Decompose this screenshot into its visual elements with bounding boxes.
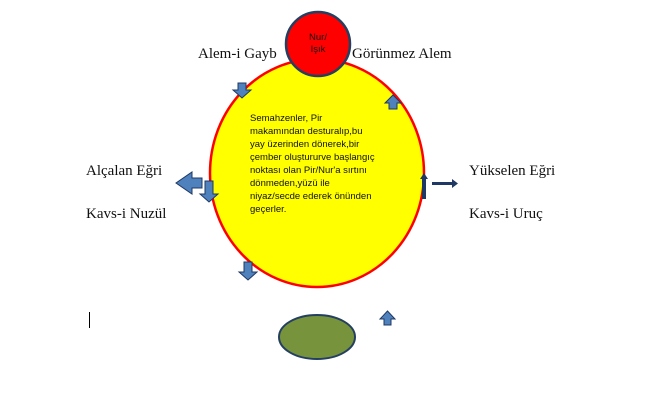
label-gorunmez-alem: Görünmez Alem <box>352 46 452 62</box>
up-arrow-icon <box>420 173 428 199</box>
left-arrow-icon <box>175 171 203 195</box>
label-alem-i-gayb: Alem-i Gayb <box>198 46 277 62</box>
nur-label-line2: Işık <box>311 44 326 55</box>
nur-label-line1: Nur/ <box>309 32 327 43</box>
description-line: geçerler. <box>250 204 286 215</box>
label-kavs-i-nuzul: Kavs-i Nuzül <box>86 206 166 222</box>
nur-circle <box>284 10 352 78</box>
up-arrow-icon <box>378 310 397 326</box>
down-arrow-icon <box>231 82 253 99</box>
description-line: niyaz/secde ederek önünden <box>250 191 371 202</box>
down-arrow-icon <box>198 180 220 203</box>
description-line: yay üzerinden dönerek,bir <box>250 139 359 150</box>
label-yukselen-egri: Yükselen Eğri <box>469 163 555 179</box>
description-line: makamından desturalıp,bu <box>250 126 362 137</box>
description-line: noktası olan Pir/Nur'a sırtını <box>250 165 367 176</box>
description-line: Semahzenler, Pir <box>250 113 322 124</box>
ground-ellipse <box>278 314 356 360</box>
down-arrow-icon <box>237 261 259 281</box>
up-arrow-icon <box>383 94 403 110</box>
description-text: Semahzenler, Pir makamından desturalıp,b… <box>250 113 375 215</box>
right-arrow-icon <box>432 179 458 188</box>
description-line: çember oluştururve başlangıç <box>250 152 375 163</box>
text-cursor <box>89 312 90 328</box>
label-alcalan-egri: Alçalan Eğri <box>86 163 162 179</box>
label-kavs-i-uruc: Kavs-i Uruç <box>469 206 543 222</box>
description-line: dönmeden,yüzü ile <box>250 178 330 189</box>
